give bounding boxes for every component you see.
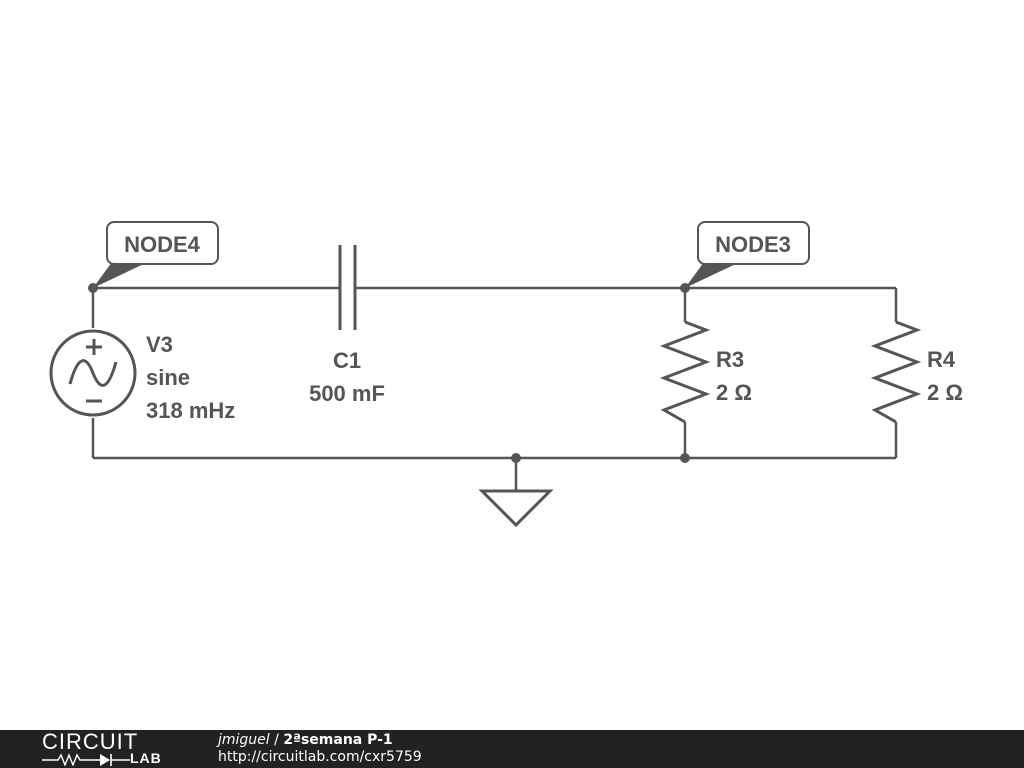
r3-value-label: 2 Ω — [716, 380, 752, 405]
path-separator: / — [269, 732, 284, 748]
circuit-url[interactable]: http://circuitlab.com/cxr5759 — [218, 749, 422, 765]
circuit-title[interactable]: 2ªsemana P-1 — [283, 732, 393, 748]
tag-pointer — [685, 262, 740, 288]
credit-line: jmiguel / 2ªsemana P-1 — [218, 732, 422, 749]
source-body — [49, 329, 137, 417]
sine-source-v3[interactable]: V3 sine 318 mHz — [49, 329, 235, 423]
node4-label: NODE4 — [124, 232, 201, 257]
r3-name-label: R3 — [716, 347, 744, 372]
node3-label: NODE3 — [715, 232, 791, 257]
node-label-node4[interactable]: NODE4 — [93, 221, 219, 288]
capacitor-c1[interactable]: C1 500 mF — [309, 245, 385, 406]
ground-icon[interactable] — [478, 489, 554, 528]
c1-name-label: C1 — [333, 348, 361, 373]
resistor-diode-logo-icon — [42, 753, 130, 766]
junction-r3-bottom — [680, 453, 690, 463]
resistor-r3[interactable]: R3 2 Ω — [659, 320, 752, 424]
circuit-schematic: V3 sine 318 mHz C1 500 mF R3 2 Ω R4 2 Ω — [49, 221, 963, 528]
tag-box — [106, 221, 219, 265]
logo-wordmark-bottom: LAB — [130, 750, 162, 766]
tag-pointer — [93, 262, 148, 288]
resistor-r4[interactable]: R4 2 Ω — [870, 320, 963, 424]
sine-wave-icon — [68, 359, 118, 387]
circuit-credits: jmiguel / 2ªsemana P-1 http://circuitlab… — [218, 732, 422, 766]
v3-value-label: 318 mHz — [146, 398, 235, 423]
r4-value-label: 2 Ω — [927, 380, 963, 405]
wires — [91, 286, 898, 491]
resistor-zigzag — [870, 320, 922, 424]
footer-bar: CIRCUIT LAB jmiguel / 2ªsemana P-1 http:… — [0, 730, 1024, 768]
tag-box — [697, 221, 810, 265]
junction-ground — [511, 453, 521, 463]
logo-wordmark-top: CIRCUIT — [42, 729, 139, 754]
node-label-node3[interactable]: NODE3 — [685, 221, 810, 288]
v3-type-label: sine — [146, 365, 190, 390]
v3-name-label: V3 — [146, 332, 173, 357]
r4-name-label: R4 — [927, 347, 956, 372]
author-link[interactable]: jmiguel — [218, 732, 270, 748]
resistor-zigzag — [659, 320, 711, 424]
circuitlab-logo[interactable]: CIRCUIT LAB — [42, 729, 177, 766]
c1-value-label: 500 mF — [309, 381, 385, 406]
